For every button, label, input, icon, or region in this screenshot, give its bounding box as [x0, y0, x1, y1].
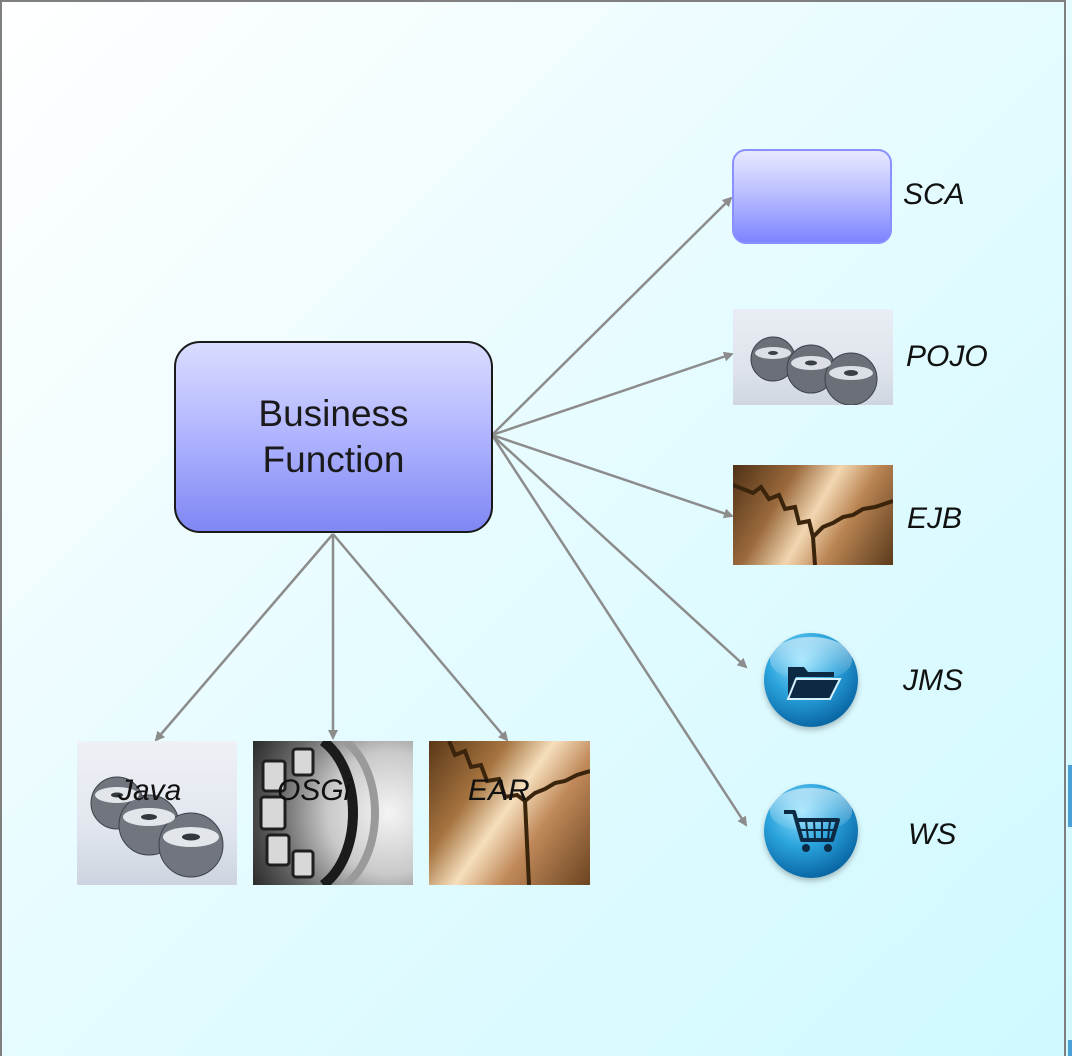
- arrow-to-ejb: [491, 433, 734, 519]
- arrow-to-java: [154, 533, 334, 742]
- ejb-label: EJB: [907, 502, 963, 535]
- osgi-label: OSGi: [277, 774, 351, 807]
- folder-icon: [764, 633, 858, 727]
- arrow-to-ear: [332, 533, 509, 742]
- ws-label: WS: [908, 818, 957, 851]
- arrow-to-sca: [491, 196, 733, 436]
- arrow-to-jms: [491, 434, 748, 669]
- business-function-label: Business Function: [258, 393, 409, 480]
- shopping-cart-icon: [764, 784, 858, 878]
- business-function-node: Business Function: [174, 341, 493, 533]
- java-label: Java: [118, 774, 182, 807]
- arrow-to-pojo: [491, 351, 734, 437]
- edge-accent-bar: [1068, 765, 1072, 827]
- sca-box-icon: [732, 149, 892, 244]
- jms-label: JMS: [903, 664, 963, 697]
- gears-icon: [733, 309, 893, 405]
- gears-icon: [77, 741, 237, 885]
- pojo-label: POJO: [906, 340, 988, 373]
- arrow-to-ws: [490, 434, 748, 827]
- sca-label: SCA: [903, 178, 965, 211]
- roller-bearing-icon: [253, 741, 413, 885]
- bronze-gears-icon: [429, 741, 590, 885]
- ear-label: EAR: [468, 774, 530, 807]
- bronze-gears-icon: [733, 465, 893, 565]
- edge-accent-bar: [1068, 1040, 1072, 1056]
